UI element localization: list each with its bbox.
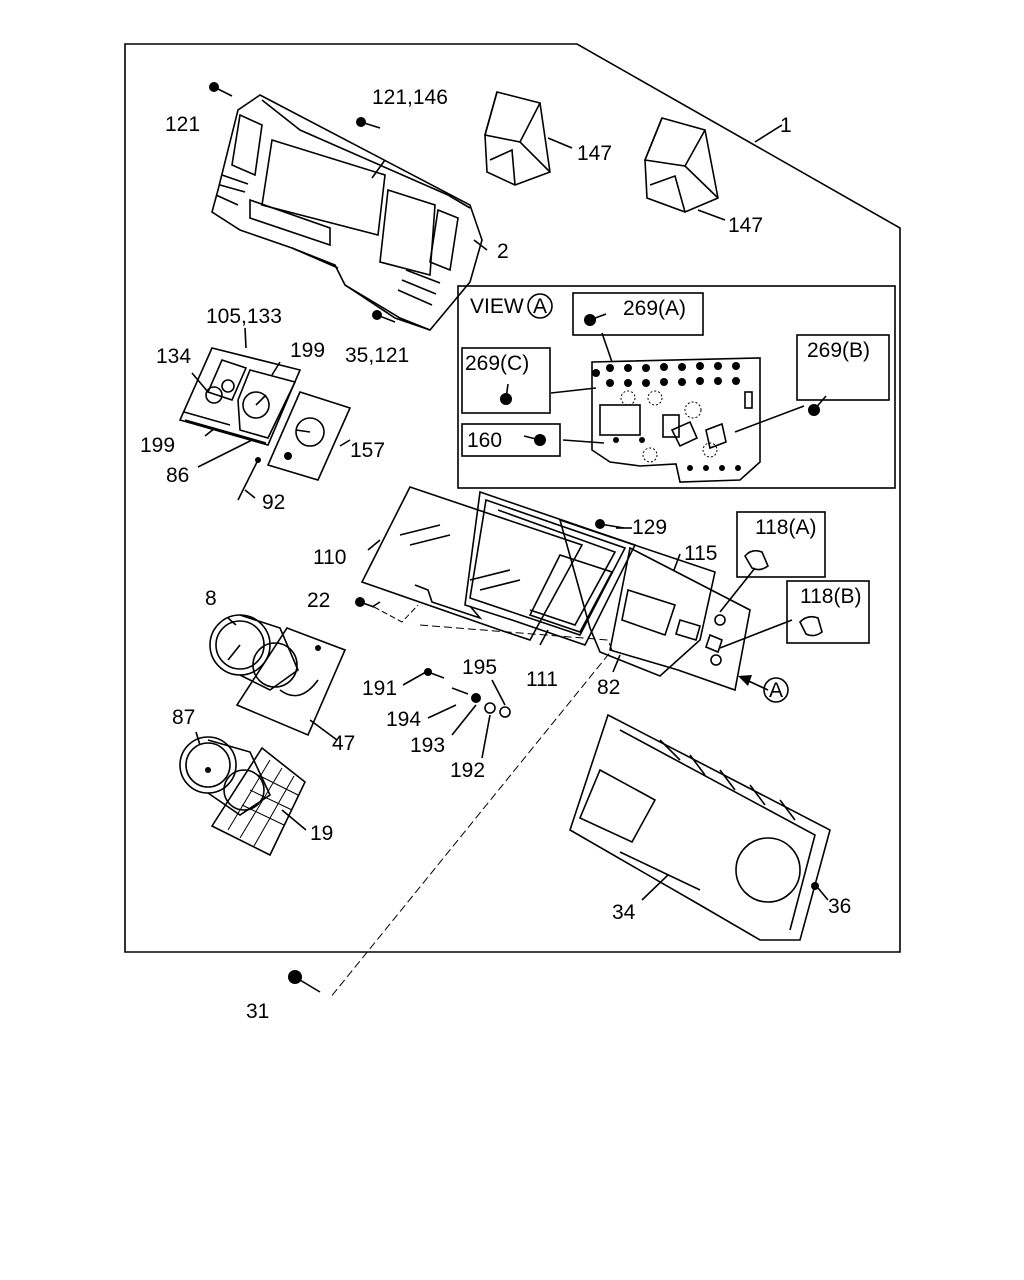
callout-129: 129 — [632, 516, 667, 539]
view-a-arrow-mark: A — [769, 679, 783, 702]
view-a-callout-269a-box — [572, 292, 704, 336]
callout-194: 194 — [386, 708, 421, 731]
callout-87: 87 — [172, 706, 195, 729]
hardware-191-195 — [424, 668, 511, 718]
bulb-118a — [719, 549, 769, 613]
screw-269c — [500, 383, 512, 405]
callout-34: 34 — [612, 901, 636, 924]
callout-121-146: 121,146 — [372, 86, 448, 109]
part-warning-panel — [178, 347, 302, 446]
callout-31: 31 — [246, 1000, 269, 1023]
view-a-callout-160-box — [461, 423, 561, 457]
screw-160 — [523, 434, 546, 446]
screw-121 — [209, 82, 233, 97]
part-2-cluster-hood — [211, 94, 483, 331]
callout-199-upper: 199 — [290, 339, 325, 362]
callout-192: 192 — [450, 759, 485, 782]
assembly-boundary — [124, 43, 901, 953]
part-111-frame — [464, 490, 637, 646]
part-47-speedo-plate — [235, 627, 347, 737]
callout-8: 8 — [205, 587, 217, 610]
callout-118a-box — [736, 511, 826, 578]
callout-195: 195 — [462, 656, 497, 679]
view-a-mark: A — [533, 295, 547, 318]
part-110-lens — [360, 486, 584, 641]
callout-121: 121 — [165, 113, 200, 136]
bulb-118b — [719, 615, 823, 649]
callout-35-121: 35,121 — [345, 344, 409, 367]
callout-134: 134 — [156, 345, 191, 368]
callout-147-lower: 147 — [728, 214, 763, 237]
callout-47: 47 — [332, 732, 355, 755]
part-82-rear-plate — [609, 546, 751, 692]
screw-269b — [808, 395, 827, 416]
callout-118b-box — [786, 580, 870, 644]
callout-147-upper: 147 — [577, 142, 612, 165]
callout-118b: 118(B) — [800, 585, 861, 608]
part-157-gauge-face — [266, 391, 352, 481]
callout-269a: 269(A) — [623, 297, 686, 320]
part-8-speedometer — [209, 614, 299, 691]
callout-82: 82 — [597, 676, 620, 699]
view-a-frame — [457, 285, 896, 489]
callout-1: 1 — [780, 114, 792, 137]
callout-19: 19 — [310, 822, 333, 845]
callout-269c: 269(C) — [465, 352, 529, 375]
part-147-trim-left — [483, 91, 551, 186]
callout-110: 110 — [313, 546, 346, 569]
screw-121-146 — [356, 117, 381, 129]
callout-157: 157 — [350, 439, 385, 462]
circuit-board-view-a — [591, 357, 761, 483]
callout-199-lower: 199 — [140, 434, 175, 457]
callout-86: 86 — [166, 464, 189, 487]
part-147-trim-right — [643, 117, 719, 213]
part-92-bulb-pin — [237, 457, 261, 501]
part-87-tachometer — [179, 736, 272, 816]
screw-35-121 — [372, 310, 396, 323]
part-34-rear-case — [569, 713, 831, 941]
callout-105-133: 105,133 — [206, 305, 282, 328]
callout-22: 22 — [307, 589, 330, 612]
callout-111: 111 — [526, 668, 558, 691]
screw-22 — [355, 597, 375, 608]
callout-193: 193 — [410, 734, 445, 757]
callout-191: 191 — [362, 677, 397, 700]
screw-269a — [584, 313, 607, 326]
callout-2: 2 — [497, 240, 509, 263]
callout-269b: 269(B) — [807, 339, 870, 362]
view-a-callout-269c-box — [461, 347, 551, 414]
part-19-tacho-circuit — [210, 746, 306, 857]
callout-115: 115 — [684, 542, 717, 565]
callout-118a: 118(A) — [755, 516, 816, 539]
view-a-callout-269b-box — [796, 334, 890, 401]
callout-92: 92 — [262, 491, 285, 514]
callout-36: 36 — [828, 895, 851, 918]
view-a-arrow — [738, 675, 789, 703]
screw-31 — [288, 970, 321, 993]
view-a-title: VIEW — [470, 295, 524, 318]
callout-160: 160 — [467, 429, 502, 452]
part-115-printed-panel — [558, 518, 716, 677]
